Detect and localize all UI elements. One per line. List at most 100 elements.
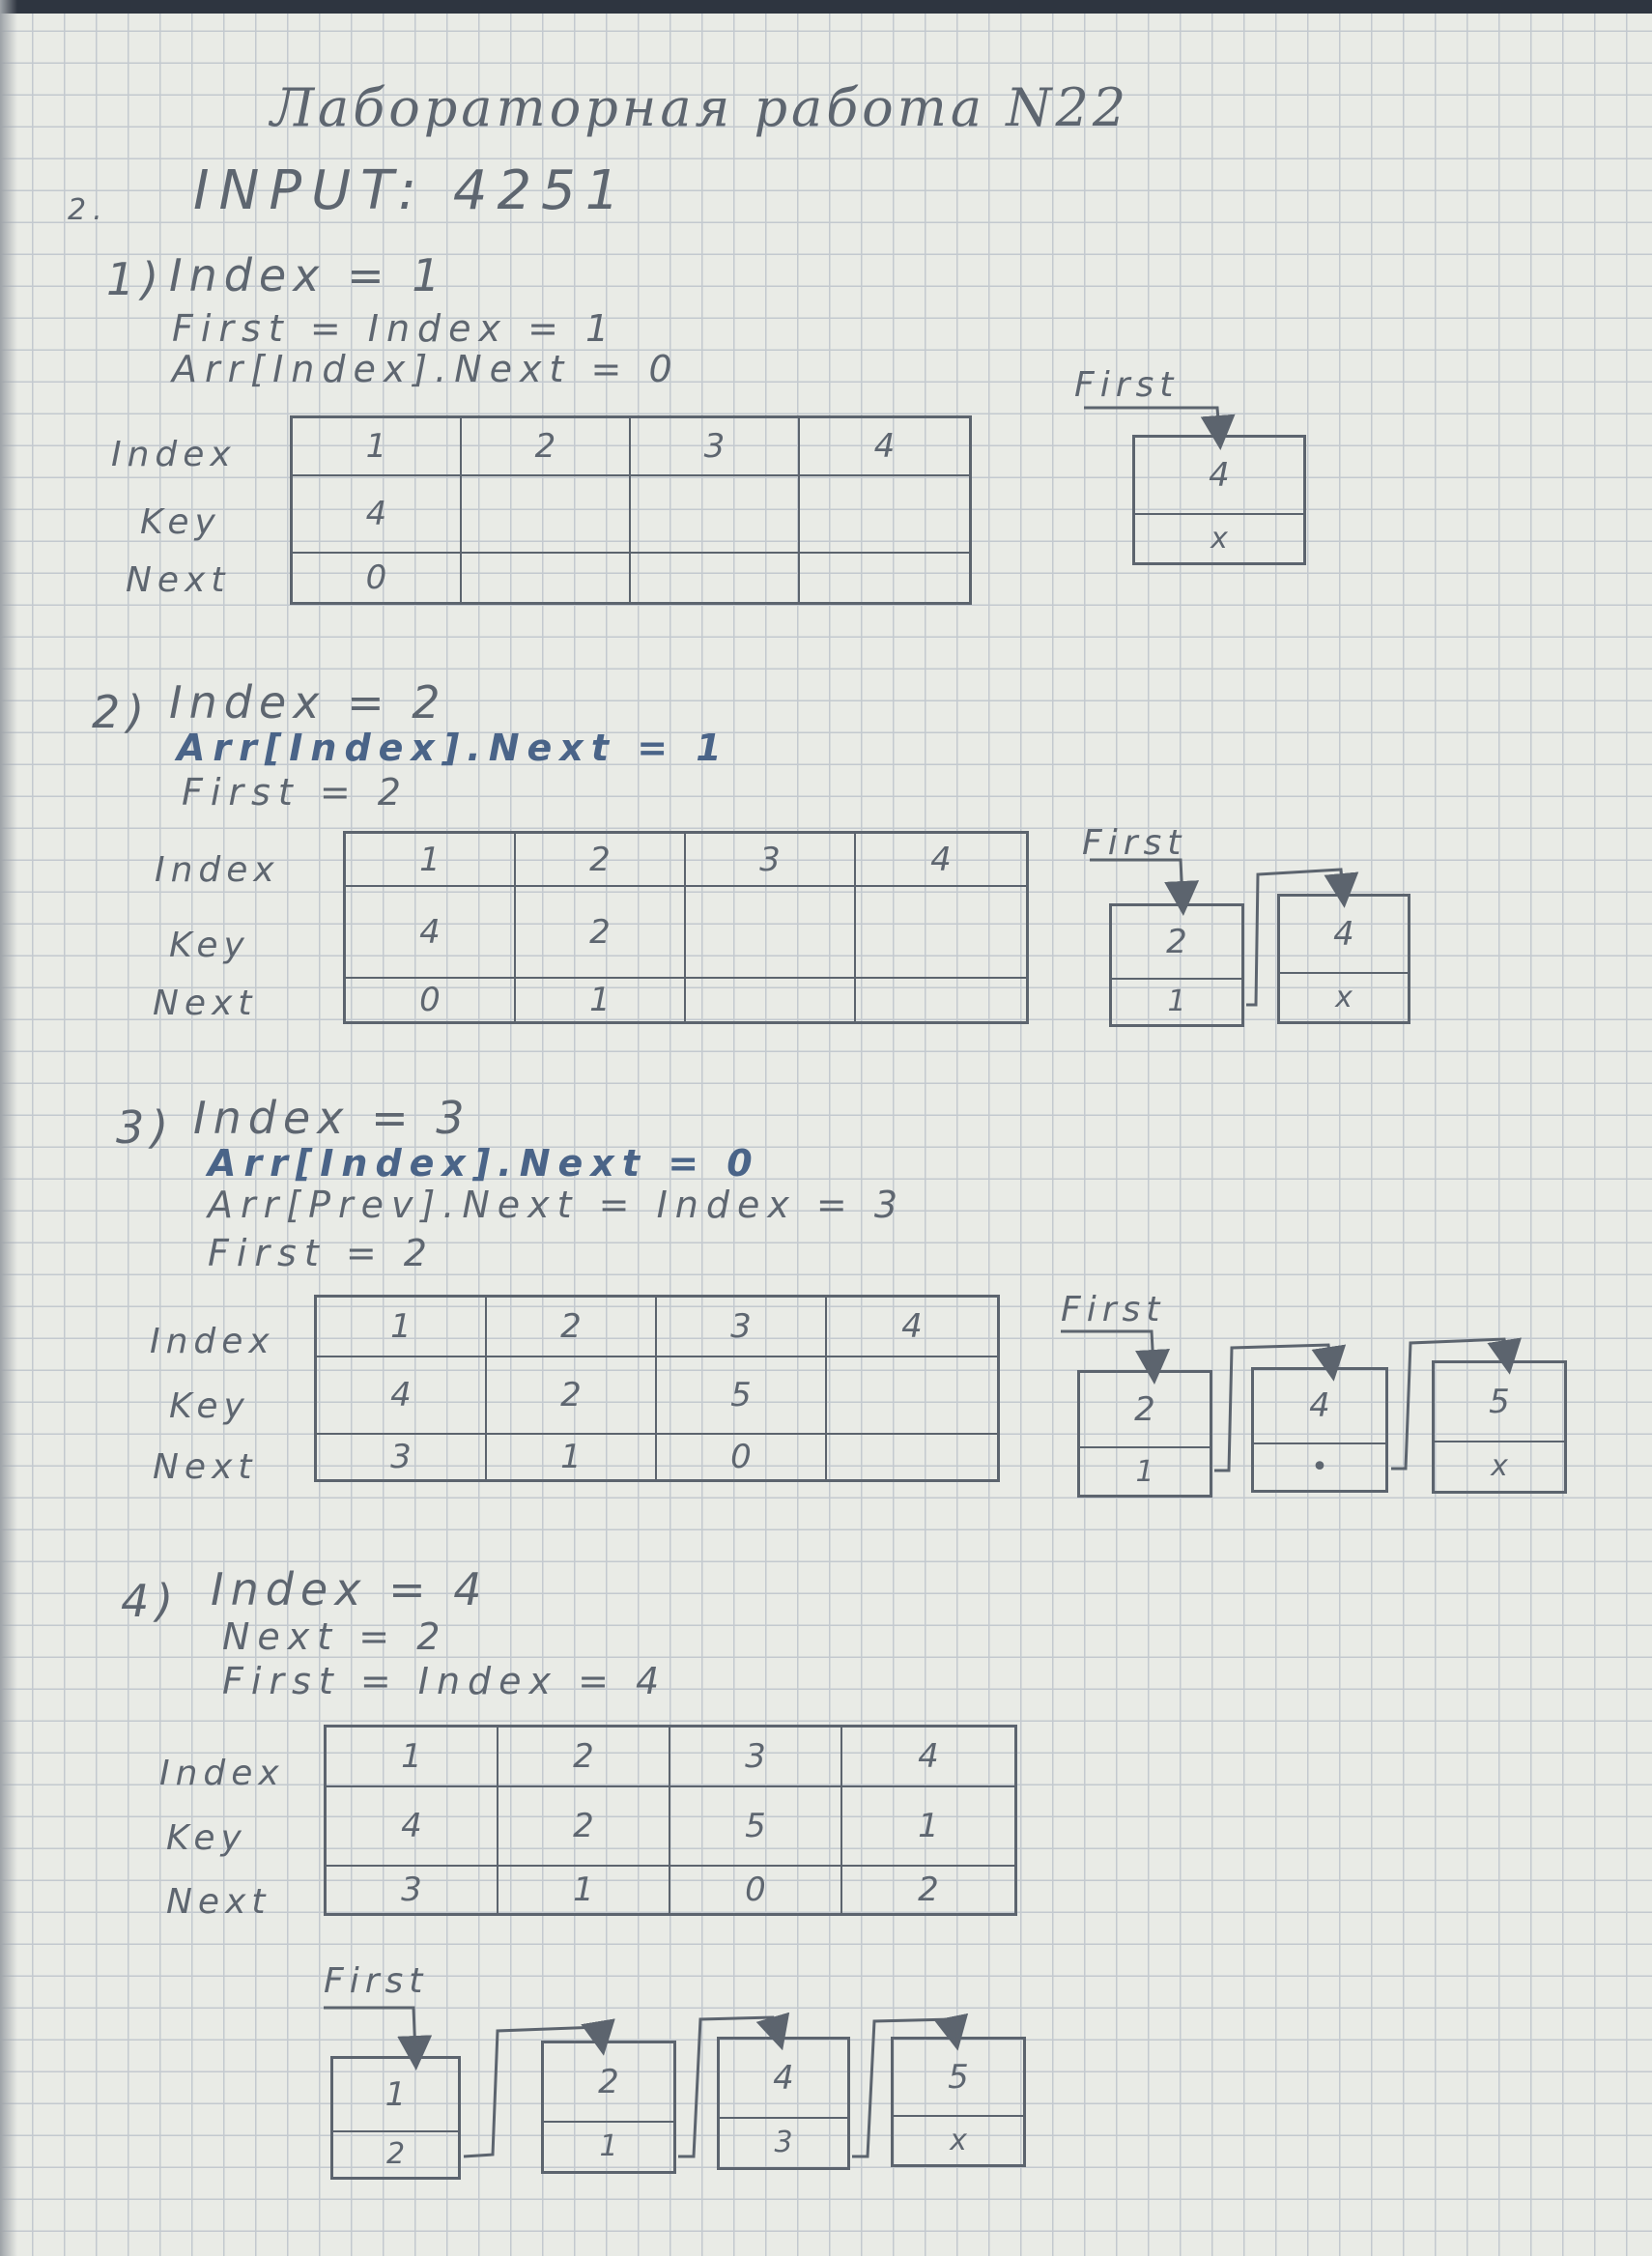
step-3-array-table: 1 2 3 4 4 2 5 3 1 0 xyxy=(314,1295,1000,1482)
node-next: x xyxy=(1491,1449,1508,1484)
table-index-row: 1 2 3 4 xyxy=(317,1298,997,1357)
table-cell: 2 xyxy=(516,887,686,979)
table-key-row: 4 2 5 xyxy=(317,1357,997,1435)
table-cell: 1 xyxy=(317,1298,487,1357)
table-cell: 2 xyxy=(487,1298,657,1357)
step-1-label-key: Key xyxy=(140,502,221,542)
table-next-row: 0 xyxy=(293,554,969,602)
step-3-marker: 3) xyxy=(116,1101,176,1154)
node-key: 5 xyxy=(894,2040,1023,2117)
table-cell: 4 xyxy=(856,834,1026,887)
task-number: 2. xyxy=(68,193,109,227)
table-key-row: 4 2 5 1 xyxy=(327,1787,1014,1867)
node-key: 1 xyxy=(333,2059,458,2132)
table-cell xyxy=(856,979,1026,1021)
table-cell: 5 xyxy=(670,1787,842,1867)
node-key: 4 xyxy=(1280,897,1408,974)
step-3-list-node: 5 x xyxy=(1432,1360,1567,1494)
node-key: 2 xyxy=(544,2043,673,2123)
table-cell: 3 xyxy=(670,1728,842,1787)
node-next: x xyxy=(950,2123,967,2157)
table-cell: 1 xyxy=(346,834,516,887)
table-cell xyxy=(800,554,969,602)
step-1-line-3: Arr[Index].Next = 0 xyxy=(172,348,680,390)
table-next-row: 3 1 0 2 xyxy=(327,1867,1014,1913)
table-index-row: 1 2 3 4 xyxy=(327,1728,1014,1787)
table-cell: 1 xyxy=(293,418,462,476)
node-next: 3 xyxy=(774,2126,793,2160)
table-cell: 4 xyxy=(317,1357,487,1435)
step-2-list-node: 2 1 xyxy=(1109,903,1244,1027)
table-cell xyxy=(827,1357,997,1435)
step-2-list-node: 4 x xyxy=(1277,894,1410,1024)
table-cell: 0 xyxy=(293,554,462,602)
arrow-first-step-2 xyxy=(1090,858,1200,916)
node-next: • xyxy=(1311,1449,1328,1484)
table-cell: 4 xyxy=(327,1787,498,1867)
step-4-line-2: Next = 2 xyxy=(222,1615,448,1658)
step-4-list-node: 5 x xyxy=(891,2037,1026,2167)
step-4-list-node: 1 2 xyxy=(330,2056,461,2180)
table-index-row: 1 2 3 4 xyxy=(293,418,969,476)
step-2-label-index: Index xyxy=(155,850,280,890)
table-cell: 2 xyxy=(498,1787,670,1867)
step-4-label-index: Index xyxy=(159,1754,285,1793)
step-4-marker: 4) xyxy=(121,1575,181,1627)
table-cell xyxy=(827,1435,997,1479)
table-cell: 3 xyxy=(327,1867,498,1913)
node-next: 2 xyxy=(385,2137,406,2172)
table-cell: 4 xyxy=(800,418,969,476)
table-cell: 2 xyxy=(462,418,631,476)
step-1-line-2: First = Index = 1 xyxy=(172,307,617,350)
step-1-line-1: Index = 1 xyxy=(169,249,447,301)
arrow-first-step-4 xyxy=(324,2006,433,2070)
table-cell: 4 xyxy=(842,1728,1014,1787)
page-title: Лабораторная работа N22 xyxy=(271,77,1130,138)
table-cell: 2 xyxy=(498,1728,670,1787)
table-cell: 0 xyxy=(657,1435,827,1479)
node-key: 2 xyxy=(1080,1373,1210,1449)
node-next: x xyxy=(1335,980,1353,1014)
table-cell: 4 xyxy=(293,476,462,554)
step-3-line-1: Index = 3 xyxy=(193,1092,471,1144)
table-cell: 1 xyxy=(842,1787,1014,1867)
node-key: 5 xyxy=(1435,1363,1564,1442)
step-1-label-index: Index xyxy=(111,435,237,474)
table-cell: 4 xyxy=(346,887,516,979)
node-key: 4 xyxy=(1135,438,1303,515)
table-cell: 3 xyxy=(686,834,856,887)
table-cell: 1 xyxy=(516,979,686,1021)
table-cell: 2 xyxy=(516,834,686,887)
step-2-array-table: 1 2 3 4 4 2 0 1 xyxy=(343,831,1029,1024)
step-3-list-node: 2 1 xyxy=(1077,1370,1212,1498)
step-4-list-node: 4 3 xyxy=(717,2037,850,2170)
table-cell xyxy=(800,476,969,554)
step-4-line-1: Index = 4 xyxy=(211,1563,489,1615)
step-4-label-next: Next xyxy=(166,1882,271,1922)
table-next-row: 0 1 xyxy=(346,979,1026,1021)
arrow-first-step-1 xyxy=(1084,406,1236,450)
table-cell: 1 xyxy=(327,1728,498,1787)
table-cell: 4 xyxy=(827,1298,997,1357)
node-key: 4 xyxy=(1254,1370,1385,1444)
step-2-label-next: Next xyxy=(153,984,258,1023)
table-cell xyxy=(631,554,800,602)
node-next: x xyxy=(1211,521,1228,556)
step-3-list-node: 4 • xyxy=(1251,1367,1388,1493)
table-cell: 5 xyxy=(657,1357,827,1435)
table-cell xyxy=(462,554,631,602)
table-cell: 1 xyxy=(498,1867,670,1913)
table-cell xyxy=(631,476,800,554)
node-next: 1 xyxy=(1135,1454,1154,1489)
table-cell: 2 xyxy=(487,1357,657,1435)
node-next: 1 xyxy=(599,2129,618,2164)
step-3-label-index: Index xyxy=(150,1322,275,1361)
step-3-label-next: Next xyxy=(153,1447,258,1487)
table-cell xyxy=(856,887,1026,979)
step-4-label-key: Key xyxy=(166,1818,247,1858)
step-1-list-node: 4 x xyxy=(1132,435,1306,565)
step-1-first-label: First xyxy=(1074,365,1180,405)
table-cell: 3 xyxy=(657,1298,827,1357)
step-4-line-3: First = Index = 4 xyxy=(222,1660,668,1702)
step-2-line-1: Index = 2 xyxy=(169,676,447,728)
